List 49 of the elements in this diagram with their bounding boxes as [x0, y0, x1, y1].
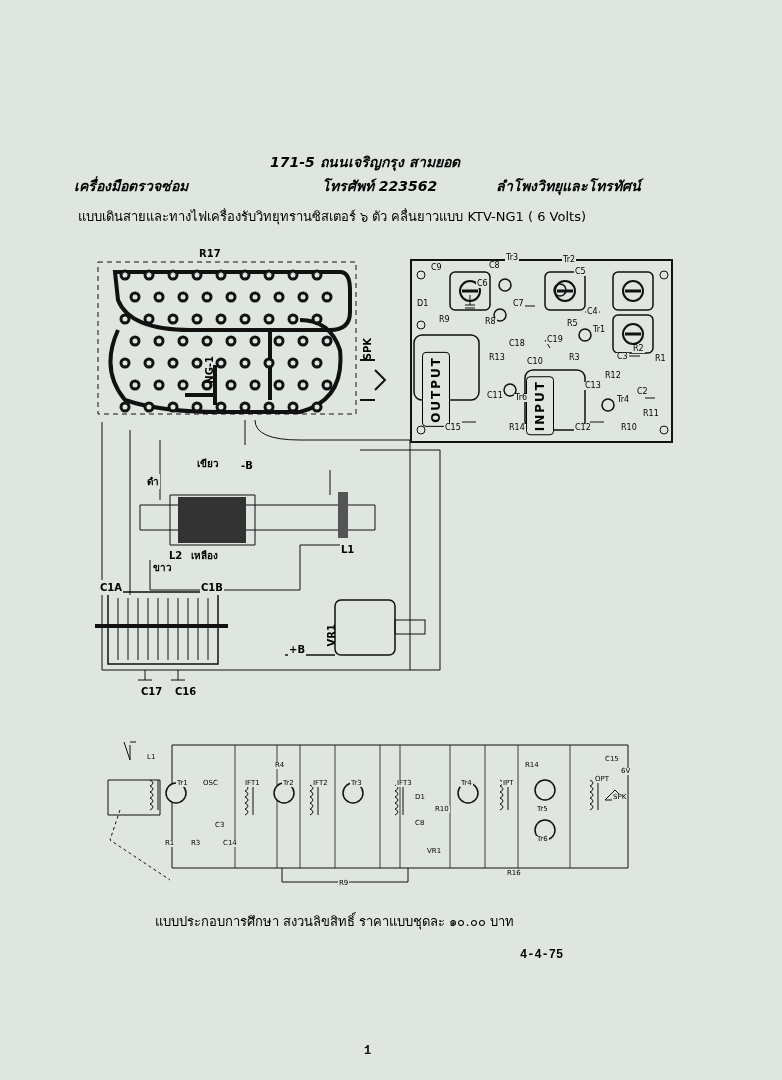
component-label: R5	[566, 320, 579, 328]
letterhead-text: เครื่องมือตรวจซ่อม	[74, 176, 188, 196]
component-label: R1	[654, 355, 667, 363]
component-label: C11	[486, 392, 504, 400]
component-label: Tr3	[505, 254, 520, 262]
title: แบบเดินสายและทางไฟเครื่องรับวิทยุทรานซิสเตอร์ ๖ ตัว คลื่นยาวแบบ KTV-NG1 ( 6 Volts)	[78, 207, 586, 227]
wire-label: เหลือง	[190, 548, 219, 563]
wire-label: VR1	[325, 624, 338, 647]
component-label: C2	[636, 388, 649, 396]
component-label: C7	[512, 300, 525, 308]
component-label: C6	[476, 280, 489, 288]
wire-label: SPK	[361, 338, 374, 361]
component-label: Tr6	[514, 394, 529, 402]
component-label: R12	[604, 372, 622, 380]
wire-label: ดำ	[146, 474, 160, 489]
component-label: Tr2	[562, 256, 577, 264]
component-label: C18	[508, 340, 526, 348]
component-label: R10	[620, 424, 638, 432]
component-label: C9	[430, 264, 443, 272]
caption: แบบประกอบการศึกษา สงวนลิขสิทธิ์ ราคาแบบชุดละ ๑๐.๐๐ บาท	[155, 912, 514, 932]
component-label: C4	[586, 308, 599, 316]
letterhead-text: 171-5 ถนนเจริญกรุง สามยอด	[270, 153, 460, 173]
component-label: C19	[546, 336, 564, 344]
wire-label: C1B	[200, 580, 224, 595]
component-label: C8	[488, 262, 501, 270]
component-label: R11	[642, 410, 660, 418]
component-label: R9	[438, 316, 451, 324]
component-label: C5	[574, 268, 587, 276]
wire-label: +B	[288, 642, 306, 657]
component-label: R14	[508, 424, 526, 432]
wire-label: NG-1	[203, 356, 216, 384]
wire-label: เขียว	[196, 456, 220, 471]
component-label: C15	[444, 424, 462, 432]
date-text: 4-4-75	[520, 947, 564, 964]
wire-label: C1A	[99, 580, 124, 595]
component-label: C3	[616, 353, 629, 361]
component-label: C10	[526, 358, 544, 366]
component-label: Tr4	[616, 396, 631, 404]
component-label: D1	[416, 300, 430, 308]
transformer-label: INPUT	[526, 376, 554, 436]
letterhead-text: โทรศัพท์ 223562	[322, 177, 438, 196]
component-label: Tr1	[592, 326, 607, 334]
component-label: C13	[584, 382, 602, 390]
component-label: R8	[484, 318, 497, 326]
component-label: R2	[632, 345, 645, 353]
component-label: C12	[574, 424, 592, 432]
page-number: 1	[364, 1043, 372, 1060]
component-label: R13	[488, 354, 506, 362]
component-label: R3	[568, 354, 581, 362]
